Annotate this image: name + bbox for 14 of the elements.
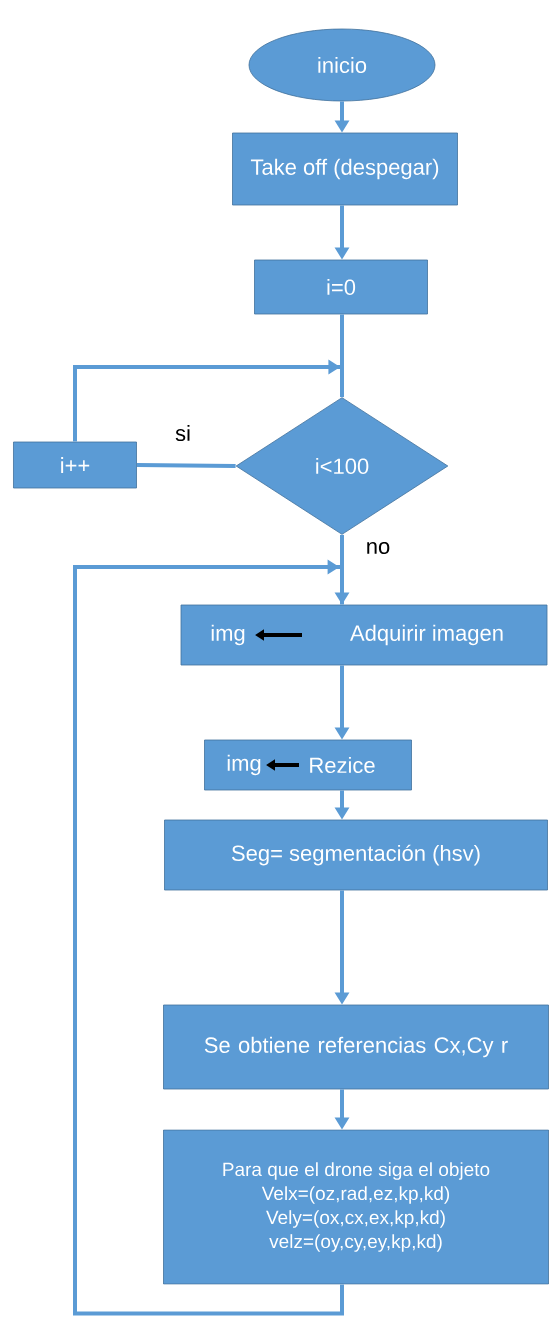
edge-label: si xyxy=(174,423,192,443)
edge-label: no xyxy=(364,541,392,556)
node-label: Adquirir imagen xyxy=(350,624,503,646)
process-box: i=0 xyxy=(254,259,428,315)
arrow xyxy=(73,359,344,442)
process-box: Para que el drone siga el objeto Velx=(oz,rad,ez,kp,kd) Vely=(ox,cx,ex,kp,kd) velz=(oy,cy,ey,kp,kd) xyxy=(163,1129,549,1285)
arrow xyxy=(73,559,344,1316)
process-box: Take off (despegar) xyxy=(232,132,458,206)
process-box: img Rezice xyxy=(204,739,412,791)
process-box: Se obtiene referencias Cx,Cy r xyxy=(163,1004,549,1090)
process-box: Seg= segmentación (hsv) xyxy=(164,819,548,891)
process-box: img Adquirir imagen xyxy=(180,604,548,666)
process-box: i++ xyxy=(13,441,137,489)
node-label: img xyxy=(211,624,245,646)
